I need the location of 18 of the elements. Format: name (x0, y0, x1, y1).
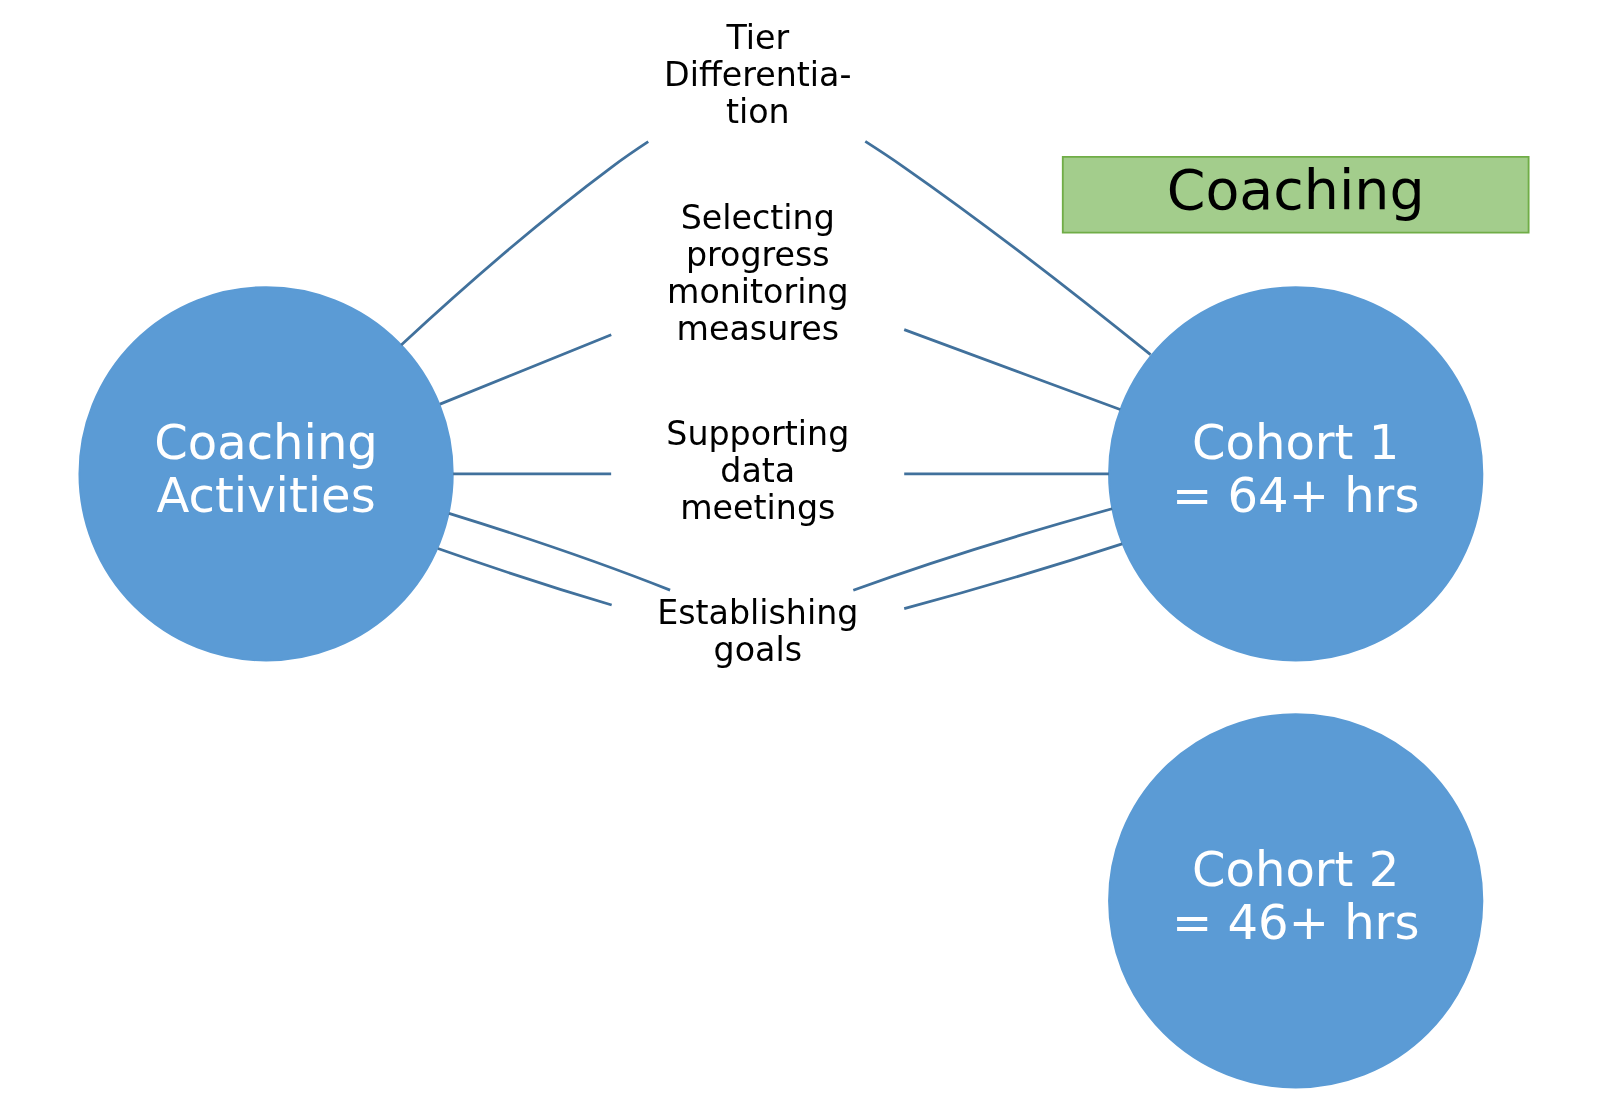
node-circle: Coaching Activities (78, 286, 454, 662)
connector (400, 140, 649, 346)
connector (903, 542, 1123, 610)
node-circle: Cohort 2 = 46+ hrs (1108, 713, 1484, 1089)
node-text: Establishing goals (657, 593, 859, 670)
connector (448, 512, 671, 592)
connector (439, 333, 612, 406)
connector (437, 547, 613, 607)
node-circle: Cohort 1 = 64+ hrs (1108, 286, 1484, 662)
node-text: Selecting progress monitoring measures (666, 197, 849, 348)
connector (453, 472, 612, 476)
connector (903, 328, 1121, 411)
node-text: Tier Differentia- tion (664, 18, 852, 132)
node-box: Coaching (1061, 155, 1530, 234)
node-text: Supporting data meetings (666, 414, 850, 527)
connector (852, 507, 1113, 592)
connector (904, 472, 1109, 476)
connector (864, 140, 1152, 356)
